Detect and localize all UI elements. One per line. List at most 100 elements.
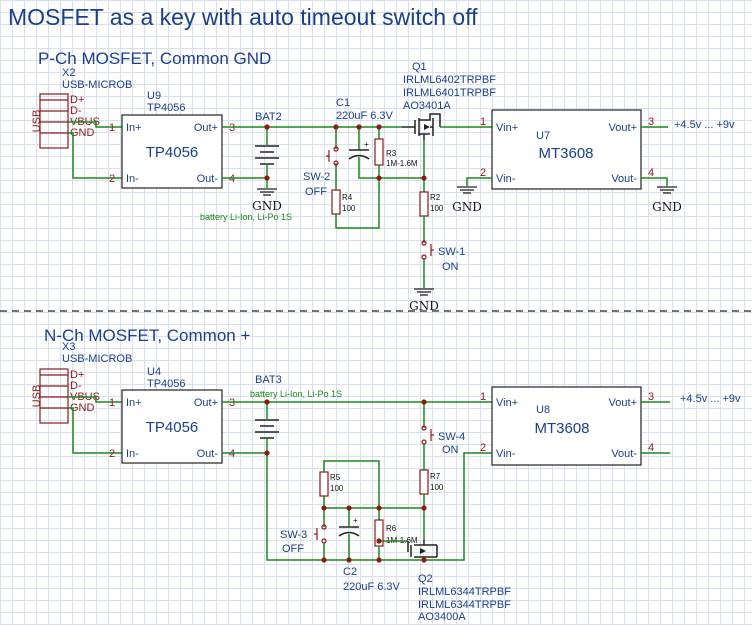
bat3-note: battery Li-Ion, Li-Po 1S — [250, 389, 342, 399]
resistor-r4 — [331, 189, 341, 215]
x2-pin-gnd: GND — [70, 127, 95, 139]
x3-pin-dminus: D- — [70, 380, 82, 392]
bat3-ref: BAT3 — [255, 374, 282, 386]
u4-value: TP4056 — [147, 378, 186, 390]
u7-name: MT3608 — [538, 145, 593, 162]
resistor-r5 — [319, 471, 329, 497]
u9-pin4: 4 — [229, 173, 235, 185]
c2-ref: C2 — [343, 566, 357, 578]
gnd-label-u7-in: GND — [452, 200, 482, 214]
q1-value-2: IRLML6401TRPBF — [403, 87, 496, 99]
mosfet-q2 — [407, 540, 438, 560]
section-title-bottom: N-Ch MOSFET, Common + — [44, 326, 250, 345]
u4-pin1: 1 — [109, 397, 115, 409]
u8-pin1: 1 — [480, 391, 486, 403]
u7-output-range: +4.5v ... +9v — [674, 119, 735, 131]
mosfet-q1 — [402, 113, 441, 140]
u8-pin3: 3 — [648, 391, 654, 403]
u8-pin4: 4 — [648, 442, 654, 454]
u7-pin3: 3 — [648, 116, 654, 128]
top-circuit: X2 USB-MICROB USB D+ D- VBUS GND U9 TP40… — [31, 61, 735, 313]
u7-vout-plus: Vout+ — [609, 122, 637, 134]
r5-value: 100 — [330, 484, 344, 493]
u9-pin2: 2 — [109, 173, 115, 185]
r3-ref: R3 — [386, 149, 397, 158]
u4-out-plus: Out+ — [194, 397, 218, 409]
u4-name: TP4056 — [146, 419, 199, 436]
x2-usb-label: USB — [31, 110, 43, 133]
charger-u4 — [121, 389, 223, 464]
sw4-ref: SW-4 — [438, 431, 465, 443]
svg-text:+: + — [353, 516, 358, 525]
gnd-label-sw1: GND — [409, 299, 439, 313]
x3-usb-label: USB — [31, 385, 43, 408]
u7-vout-minus: Vout- — [611, 173, 637, 185]
r7-value: 100 — [430, 483, 444, 492]
r6-ref: R6 — [386, 524, 397, 533]
r3-value: 1M-1.6M — [386, 159, 418, 168]
q2-ref: Q2 — [418, 573, 433, 585]
u8-vout-minus: Vout- — [611, 448, 637, 460]
u7-vin-minus: Vin- — [496, 173, 516, 185]
capacitor-c2: + — [338, 516, 360, 537]
u8-vin-plus: Vin+ — [496, 397, 518, 409]
gnd-symbol-bat2 — [257, 188, 277, 196]
q1-value-3: AO3401A — [403, 100, 451, 112]
u7-ref: U7 — [536, 130, 550, 142]
capacitor-c1: + — [348, 140, 370, 160]
r2-value: 100 — [430, 204, 444, 213]
u8-name: MT3608 — [534, 420, 589, 437]
c1-ref: C1 — [336, 97, 350, 109]
sw1-ref: SW-1 — [438, 246, 465, 258]
usb-connector-x3 — [39, 368, 69, 424]
resistor-r3 — [374, 138, 384, 166]
x3-pin-gnd: GND — [70, 402, 95, 414]
resistor-r2 — [419, 191, 429, 217]
q2-value-1: IRLML6344TRPBF — [418, 586, 511, 598]
u9-name: TP4056 — [146, 144, 199, 161]
r4-ref: R4 — [342, 193, 353, 202]
u9-ref: U9 — [147, 90, 161, 102]
u4-pin3: 3 — [229, 397, 235, 409]
usb-connector-x2 — [39, 93, 69, 149]
x2-pin-dminus: D- — [70, 105, 82, 117]
u8-ref: U8 — [536, 404, 550, 416]
u8-vin-minus: Vin- — [496, 448, 516, 460]
u7-pin1: 1 — [480, 116, 486, 128]
svg-text:+: + — [364, 140, 369, 149]
gnd-symbol-u7-out — [657, 186, 677, 194]
gnd-label-bat2: GND — [252, 199, 282, 213]
gnd-symbol-sw1 — [414, 288, 434, 296]
boost-converter-u7 — [491, 109, 642, 190]
section-title-top: P-Ch MOSFET, Common GND — [38, 49, 271, 68]
u9-out-plus: Out+ — [194, 122, 218, 134]
q2-value-3: AO3400A — [418, 611, 466, 623]
q1-value-1: IRLML6402TRPBF — [403, 74, 496, 86]
u9-pin1: 1 — [109, 122, 115, 134]
u4-pin2: 2 — [109, 448, 115, 460]
bat2-ref: BAT2 — [255, 111, 282, 123]
c1-value: 220uF 6.3V — [336, 110, 394, 122]
u4-in-plus: In+ — [126, 397, 142, 409]
battery-bat2 — [255, 145, 279, 165]
u8-vout-plus: Vout+ — [609, 397, 637, 409]
charger-u9 — [121, 114, 223, 189]
x2-ref: X2 — [62, 67, 75, 79]
u4-pin4: 4 — [229, 448, 235, 460]
u8-output-range: +4.5v ... +9v — [680, 393, 741, 405]
u8-pin2: 2 — [480, 442, 486, 454]
u4-in-minus: In- — [126, 448, 139, 460]
q2-value-2: IRLML6344TRPBF — [418, 599, 511, 611]
r5-ref: R5 — [330, 473, 341, 482]
sw1-state: ON — [442, 261, 459, 273]
u4-ref: U4 — [147, 366, 161, 378]
sw4-state: ON — [442, 444, 459, 456]
u9-pin3: 3 — [229, 122, 235, 134]
u7-vin-plus: Vin+ — [496, 122, 518, 134]
u9-in-minus: In- — [126, 173, 139, 185]
sw3-ref: SW-3 — [280, 529, 307, 541]
q1-ref: Q1 — [412, 61, 427, 73]
bat2-note: battery Li-Ion, Li-Po 1S — [200, 212, 292, 222]
schematic-title: MOSFET as a key with auto timeout switch… — [8, 4, 478, 30]
